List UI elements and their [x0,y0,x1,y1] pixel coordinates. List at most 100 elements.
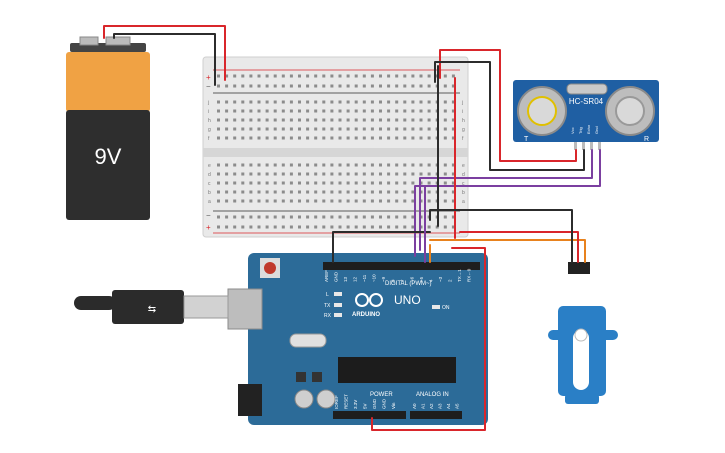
breadboard-hole [249,172,253,176]
breadboard-hole [330,100,334,104]
breadboard-hole [387,74,391,78]
breadboard-hole [273,118,277,122]
breadboard-hole [225,215,229,219]
breadboard-hole [306,199,310,203]
breadboard-hole [387,215,391,219]
breadboard-hole [387,190,391,194]
breadboard-hole [322,172,326,176]
breadboard-hole [370,199,374,203]
pin-label: 2 [448,279,453,282]
breadboard-hole [314,136,318,140]
breadboard-hole [281,190,285,194]
sensor-side-right: R [644,136,649,143]
breadboard-hole [249,199,253,203]
breadboard-hole [338,181,342,185]
breadboard-hole [217,181,220,185]
breadboard-hole [427,127,431,131]
breadboard-hole [411,190,415,194]
breadboard-hole [354,172,358,176]
pin-label: IOREF [334,395,339,409]
breadboard-hole [362,127,366,131]
breadboard-hole [314,163,318,167]
wire-servo-power [459,231,579,263]
breadboard-hole [411,84,415,88]
breadboard-hole [281,181,285,185]
breadboard-hole [330,84,334,88]
breadboard-hole [395,74,399,78]
breadboard-hole [387,172,391,176]
breadboard-hole [314,225,318,229]
breadboard-hole [281,100,285,104]
breadboard-hole [419,163,423,167]
breadboard-hole [289,136,293,140]
breadboard-hole [281,109,285,113]
breadboard-hole [241,181,245,185]
breadboard-hole [265,225,269,229]
breadboard-hole [298,136,301,140]
breadboard-hole [379,163,382,167]
breadboard-hole [387,109,391,113]
pin-label: 3.3V [353,400,358,409]
breadboard-hole [443,84,447,88]
row-letter: j [207,100,209,106]
pin-label: ~9 [381,276,386,282]
wire-sensor-vcc [439,49,577,162]
breadboard-hole [338,199,342,203]
breadboard-hole [217,127,220,131]
breadboard-hole [354,225,358,229]
arduino-brand: ARDUINO [352,312,380,318]
breadboard-hole [314,215,318,219]
breadboard-hole [443,118,447,122]
breadboard-hole [314,199,318,203]
breadboard-hole [298,74,301,78]
breadboard-hole [330,118,334,122]
breadboard-hole [403,109,407,113]
breadboard-hole [419,136,423,140]
breadboard-hole [314,118,318,122]
breadboard-hole [314,190,318,194]
breadboard-hole [322,181,326,185]
breadboard-hole [411,199,415,203]
breadboard-hole [273,181,277,185]
wire-sensor-echo [414,149,601,257]
breadboard-hole [273,127,277,131]
breadboard-hole [451,163,455,167]
led-label-on: ON [442,305,450,311]
breadboard-hole [265,136,269,140]
breadboard-hole [322,215,326,219]
breadboard-hole [379,190,382,194]
breadboard-hole [306,225,310,229]
breadboard-hole [298,163,301,167]
breadboard-hole [306,100,310,104]
breadboard-hole [273,172,277,176]
rail-sign-plus: + [206,73,211,82]
pin-label: TX→1 [457,269,462,282]
breadboard-hole [370,74,374,78]
breadboard-hole [427,84,431,88]
pin-label: 4 [429,279,434,282]
breadboard-hole [443,181,447,185]
breadboard-hole [403,74,407,78]
breadboard-hole [233,136,237,140]
analog-header-label: ANALOG IN [416,392,449,398]
breadboard-hole [265,84,269,88]
breadboard-hole [330,199,334,203]
breadboard-hole [217,109,220,113]
breadboard-hole [346,136,350,140]
breadboard-hole [451,118,455,122]
breadboard-hole [419,109,423,113]
breadboard-hole [370,190,374,194]
breadboard-hole [273,74,277,78]
pin-label: ~11 [362,274,367,282]
breadboard-hole [233,74,237,78]
breadboard-hole [346,181,350,185]
breadboard-hole [306,181,310,185]
breadboard-hole [273,109,277,113]
breadboard-hole [273,215,277,219]
breadboard-hole [281,199,285,203]
breadboard-hole [443,100,447,104]
breadboard-hole [451,74,455,78]
breadboard-hole [241,100,245,104]
